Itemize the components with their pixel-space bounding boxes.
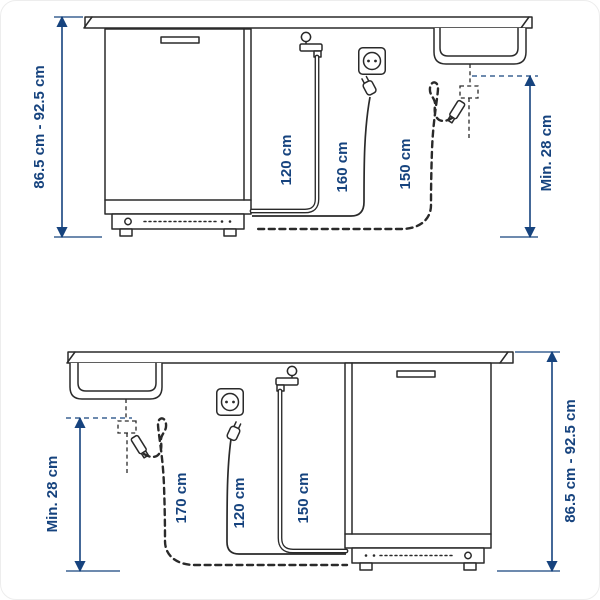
water-hose	[249, 54, 320, 214]
power-cord-length-label: 120 cm	[231, 478, 248, 529]
dim-label-height: 86.5 cm - 92.5 cm	[562, 399, 579, 522]
water-hose	[277, 388, 349, 554]
water-hose-length-label: 150 cm	[295, 473, 312, 524]
dishwasher-unit	[344, 362, 492, 571]
dim-label-height: 86.5 cm - 92.5 cm	[31, 65, 48, 188]
power-cord-length-label: 160 cm	[334, 142, 351, 193]
countertop-cut-mark	[83, 16, 93, 29]
diagram-top: 86.5 cm - 92.5 cm Min. 28 cm 120 cm 160 …	[31, 15, 555, 239]
water-hose-length-label: 120 cm	[278, 135, 295, 186]
drain-hose-length-label: 150 cm	[397, 139, 414, 190]
countertop	[67, 351, 514, 364]
water-hose-highlight	[250, 55, 319, 213]
water-hose-highlight	[278, 389, 348, 553]
power-cord	[226, 438, 346, 555]
drain-hose	[252, 81, 454, 231]
power-outlet-icon	[216, 388, 244, 416]
water-tap-icon	[299, 31, 323, 58]
power-cord	[252, 96, 371, 217]
drain-hose	[142, 417, 349, 567]
plug-icon	[359, 74, 378, 97]
drain-hose-length-label: 170 cm	[173, 473, 190, 524]
dishwasher-unit	[104, 28, 252, 237]
countertop-cut-mark	[66, 351, 76, 364]
dim-label-min-height: Min. 28 cm	[538, 115, 555, 192]
countertop	[84, 16, 533, 29]
countertop-cut-mark	[520, 16, 530, 29]
plug-icon	[225, 420, 244, 443]
dim-label-min-height: Min. 28 cm	[44, 456, 61, 533]
sink-unit	[433, 27, 527, 139]
power-outlet-icon	[358, 47, 386, 75]
countertop-cut-mark	[499, 351, 509, 364]
water-tap-icon	[275, 365, 299, 392]
diagram-bottom: Min. 28 cm 86.5 cm - 92.5 cm 170 cm 120 …	[44, 350, 579, 573]
